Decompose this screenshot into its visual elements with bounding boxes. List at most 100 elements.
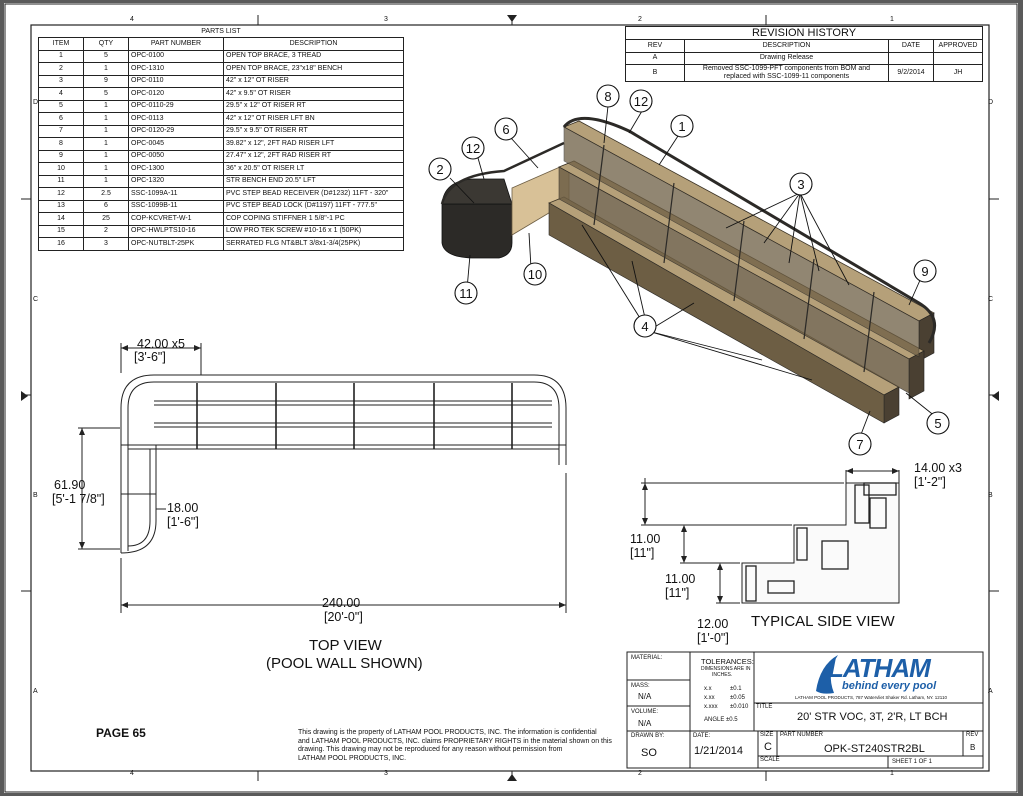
item-part-number: OPC-NUTBLT-25PK xyxy=(128,237,224,251)
side-dim-riser2-ft: [11"] xyxy=(665,586,690,600)
top-dim-width: 42.00 x5 xyxy=(137,337,185,351)
material-label: MATERIAL: xyxy=(631,655,663,661)
size-label: SIZE xyxy=(760,732,774,738)
date-label: DATE: xyxy=(693,733,711,739)
side-dim-riser2: 11.00 xyxy=(665,572,696,586)
side-dim-riser1-ft: [11"] xyxy=(630,546,655,560)
revision-row: A Drawing Release xyxy=(625,51,983,65)
zone-label-left-b: B xyxy=(33,492,38,499)
callout-number: 4 xyxy=(641,319,648,334)
sheet-text: SHEET 1 OF 1 xyxy=(892,759,932,765)
callout-balloon xyxy=(926,411,950,435)
part-number-value: OPK-ST240STR2BL xyxy=(824,743,925,755)
callout-balloon xyxy=(670,114,694,138)
date-value: 1/21/2014 xyxy=(694,745,743,757)
side-bracket-details xyxy=(745,482,897,602)
rev-approved: JH xyxy=(933,64,983,82)
callout-balloon xyxy=(494,117,518,141)
drawn-by-value: SO xyxy=(641,747,657,759)
callout-number: 12 xyxy=(634,94,648,109)
callout-number: 6 xyxy=(502,122,509,137)
drawing-sheet: 4 3 2 1 4 3 2 1 D C B A D C B A PARTS LI… xyxy=(4,3,1018,793)
mass-value: N/A xyxy=(638,692,652,701)
drawn-by-label: DRAWN BY: xyxy=(631,733,665,739)
callout-balloon xyxy=(428,157,452,181)
revision-history-title: REVISION HISTORY xyxy=(625,26,983,40)
disclaimer-text: This drawing is the property of LATHAM P… xyxy=(298,729,612,762)
top-coping-rail xyxy=(562,116,937,344)
callout-number: 5 xyxy=(934,416,941,431)
side-dim-riser3-ft: [1'-0"] xyxy=(697,631,729,645)
stair-beams xyxy=(548,120,935,424)
top-dim-height: 61.90 xyxy=(54,478,86,492)
item-number: 16 xyxy=(38,237,84,251)
side-dim-riser1: 11.00 xyxy=(630,532,661,546)
volume-label: VOLUME: xyxy=(631,709,659,715)
callout-balloon xyxy=(454,281,478,305)
cross-braces xyxy=(593,144,875,373)
tol-row-value: ±0.1 xyxy=(730,686,742,692)
callout-number: 1 xyxy=(678,119,685,134)
callout-balloon xyxy=(848,432,872,456)
top-dim-length-ft: [20'-0"] xyxy=(324,610,363,624)
zone-label-left-d: D xyxy=(33,99,39,106)
rev-value: B xyxy=(970,743,976,752)
logo-tagline: behind every pool xyxy=(842,680,937,692)
tol-angle: ANGLE ±0.5 xyxy=(704,717,738,723)
parts-list-table: PARTS LIST ITEM QTY PART NUMBER DESCRIPT… xyxy=(38,27,404,251)
side-dim-riser3: 12.00 xyxy=(697,617,729,631)
mass-label: MASS: xyxy=(631,683,650,689)
top-view-subcaption: (POOL WALL SHOWN) xyxy=(266,655,423,672)
tol-row-label: x.x xyxy=(704,686,712,692)
callout-number: 3 xyxy=(797,177,804,192)
wave-icon xyxy=(816,655,838,694)
callout-balloon xyxy=(633,314,657,338)
callout-balloon xyxy=(913,259,937,283)
callout-balloon xyxy=(629,89,653,113)
zone-label-left-a: A xyxy=(33,688,38,695)
rev-label: REV xyxy=(966,732,979,738)
side-view xyxy=(641,468,900,604)
top-dim-bench-ft: [1'-6"] xyxy=(167,515,199,529)
callout-number: 7 xyxy=(856,437,863,452)
revision-history-table: REVISION HISTORY REV DESCRIPTION DATE AP… xyxy=(625,26,983,82)
side-view-caption: TYPICAL SIDE VIEW xyxy=(751,613,895,630)
tol-row-value: ±0.010 xyxy=(730,704,749,710)
zone-label-top-1: 1 xyxy=(890,16,894,23)
volume-value: N/A xyxy=(638,719,652,728)
callout-balloon xyxy=(789,172,813,196)
company-address: LATHAM POOL PRODUCTS, 787 Watervliet Sha… xyxy=(795,695,947,700)
callout-number: 11 xyxy=(459,286,473,301)
revision-row: B Removed SSC-1099-PFT components from B… xyxy=(625,64,983,82)
latham-logo xyxy=(816,655,838,694)
part-number-label: PART NUMBER xyxy=(780,732,824,738)
size-value: C xyxy=(764,741,772,753)
callout-balloon xyxy=(461,136,485,160)
top-dim-width-ft: [3'-6"] xyxy=(134,350,166,364)
callout-balloon xyxy=(596,84,620,108)
side-dim-tread: 14.00 x3 xyxy=(914,461,962,475)
callout-number: 9 xyxy=(921,264,928,279)
item-description: SERRATED FLG NT&BLT 3/8x1-3/4(25PK) xyxy=(223,237,404,251)
top-dim-height-ft: [5'-1 7/8"] xyxy=(52,492,105,506)
page-label: PAGE 65 xyxy=(96,726,146,740)
tolerances-sub1: DIMENSIONS ARE IN xyxy=(701,666,751,672)
top-view xyxy=(78,343,567,613)
tol-row-label: x.xxx xyxy=(704,704,718,710)
callout-number: 2 xyxy=(436,162,443,177)
drawing-frame xyxy=(4,3,1018,793)
zone-label-bottom-4: 4 xyxy=(130,770,134,777)
top-dim-bench: 18.00 xyxy=(167,501,199,515)
top-view-caption: TOP VIEW xyxy=(309,637,382,654)
zone-label-bottom-1: 1 xyxy=(890,770,894,777)
top-dim-length: 240.00 xyxy=(322,596,361,610)
bench-coping-rail xyxy=(440,141,565,205)
